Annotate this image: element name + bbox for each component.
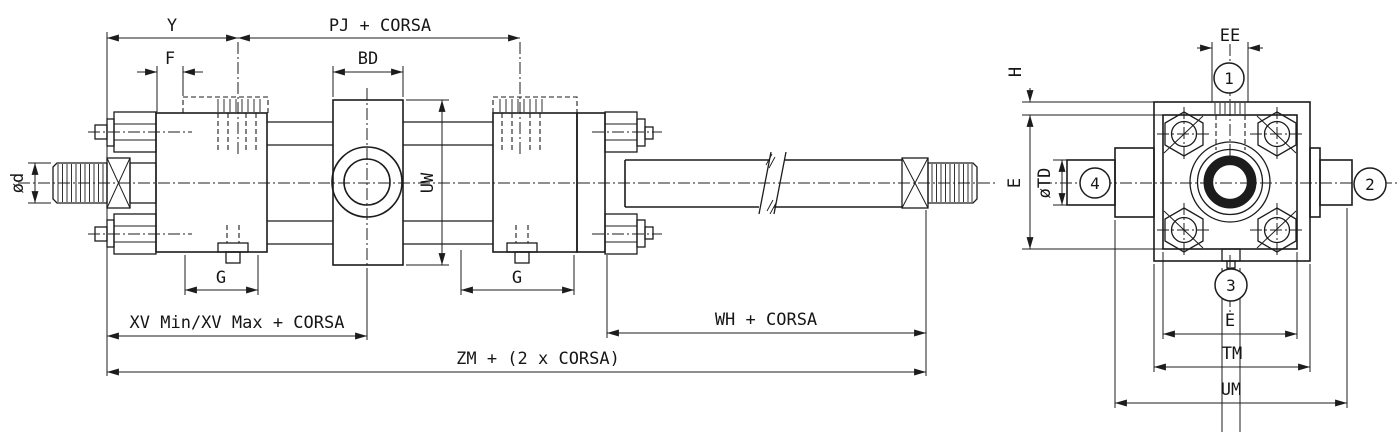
dim-label-uw: UW xyxy=(418,172,438,193)
rod-bore-circles xyxy=(1189,141,1271,223)
dim-label-e-bottom: E xyxy=(1225,311,1235,331)
front-view-dimensions: EE H E øTD E TM UM xyxy=(1005,26,1348,408)
side-view: Y PJ + CORSA F BD UW ød G G XV Min/XV Ma xyxy=(8,16,998,376)
right-gland xyxy=(492,42,606,264)
port-number-4: 4 xyxy=(1090,174,1100,193)
port-callout-1: 1 xyxy=(1213,62,1245,94)
left-gland xyxy=(155,42,269,264)
dim-label-g-right: G xyxy=(512,268,522,288)
dim-label-ee: EE xyxy=(1220,26,1240,46)
left-port-boss-hidden xyxy=(182,96,269,113)
dim-label-f: F xyxy=(165,49,175,69)
dim-label-xv: XV Min/XV Max + CORSA xyxy=(130,313,345,333)
port-number-1: 1 xyxy=(1224,69,1234,88)
dim-label-bd: BD xyxy=(358,49,378,69)
tie-rod-nut-front-top-right xyxy=(1250,107,1304,161)
port-number-2: 2 xyxy=(1365,175,1375,194)
port-callout-4: 4 xyxy=(1079,167,1111,199)
bottom-port-plug xyxy=(1221,248,1241,269)
dim-label-h: H xyxy=(1006,67,1026,77)
tie-rod-nut-front-top-left xyxy=(1157,107,1211,161)
dim-label-wh: WH + CORSA xyxy=(715,310,817,330)
port-number-3: 3 xyxy=(1226,276,1236,295)
dim-label-um: UM xyxy=(1221,380,1241,400)
dim-label-pj-corsa: PJ + CORSA xyxy=(329,16,431,36)
dim-label-g-left: G xyxy=(216,268,226,288)
tie-rod-nut-front-bottom-left xyxy=(1157,203,1211,257)
dim-label-rod-diameter: ød xyxy=(8,173,28,193)
trunnion-block xyxy=(331,88,404,340)
dim-label-tm: TM xyxy=(1222,344,1242,364)
trunnion-pin-right xyxy=(1309,147,1353,218)
right-tie-rod-nuts xyxy=(592,111,662,255)
top-port-boss xyxy=(1211,42,1249,150)
side-view-dimensions: Y PJ + CORSA F BD UW ød G G XV Min/XV Ma xyxy=(8,16,927,376)
right-port-boss-hidden xyxy=(492,96,578,113)
piston-rod xyxy=(624,151,978,215)
dim-label-td: øTD xyxy=(1035,168,1055,199)
dim-label-e-vertical: E xyxy=(1005,178,1025,188)
port-callout-2: 2 xyxy=(1353,167,1387,201)
trunnion-pin-left xyxy=(1066,147,1155,218)
port-callout-3: 3 xyxy=(1214,268,1248,302)
cylinder-tube-and-tie-rods xyxy=(267,121,493,245)
tie-rod-nut-front-bottom-right xyxy=(1250,203,1304,257)
front-view: EE H E øTD E TM UM xyxy=(1005,26,1397,432)
dim-label-y: Y xyxy=(167,16,177,36)
dim-label-zm: ZM + (2 x CORSA) xyxy=(456,349,620,369)
